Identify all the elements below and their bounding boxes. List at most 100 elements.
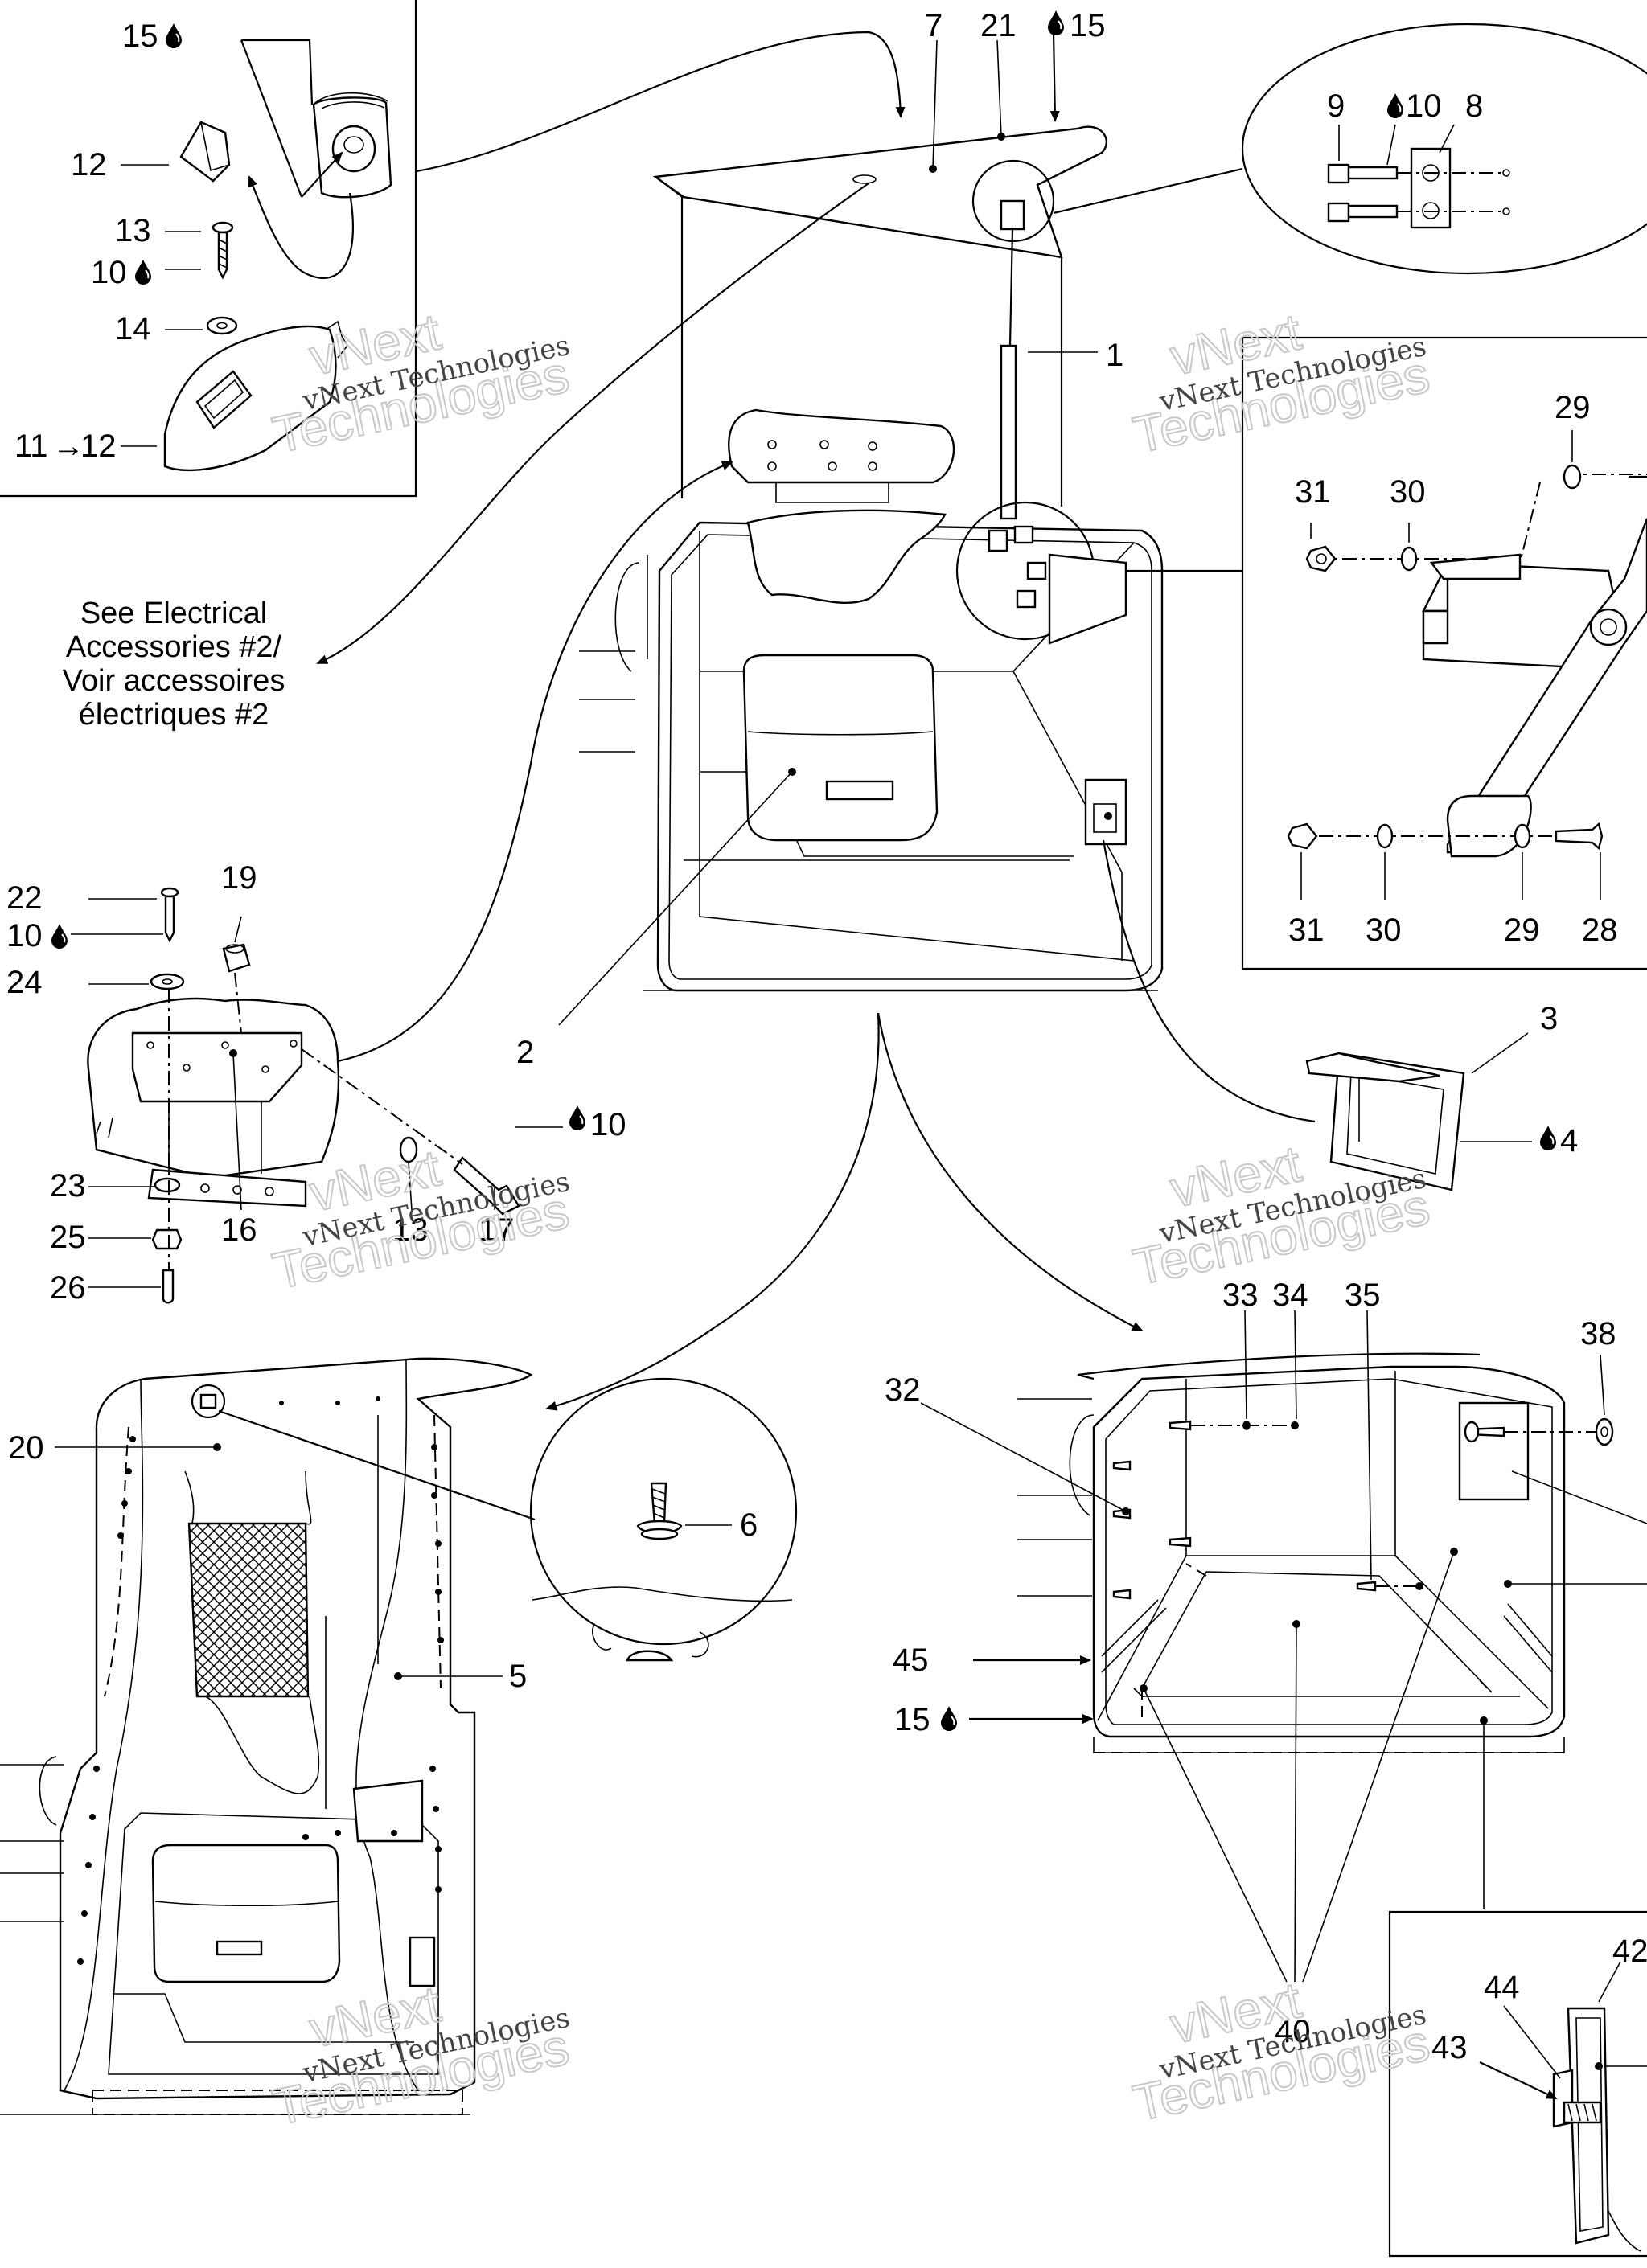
callout-19: 19 — [221, 860, 257, 896]
callout-33: 33 — [1222, 1278, 1259, 1313]
reference-line-4: électriques #2 — [79, 698, 269, 732]
callout-15: 15 — [122, 18, 158, 54]
callout-29: 29 — [1555, 390, 1591, 425]
callout-18: 13 — [392, 1212, 429, 1248]
callout-31: 31 — [1288, 913, 1325, 948]
callout-11: 11 — [14, 429, 48, 464]
inset-hinge-linkage: 31 30 29 31 30 29 28 — [1241, 336, 1647, 970]
latch-cap — [179, 121, 231, 183]
callout-38: 38 — [1580, 1316, 1616, 1351]
callout-1: 1 — [1106, 338, 1123, 373]
callout-44: 44 — [1484, 1970, 1520, 2005]
gas-spring-bracket — [1000, 199, 1025, 231]
bolt-head-icon — [1327, 163, 1350, 184]
screw-detail: 6 — [529, 1377, 798, 1662]
callout-31: 31 — [1295, 474, 1331, 510]
callout-45: 45 — [893, 1643, 929, 1678]
callout-35: 35 — [1345, 1278, 1381, 1313]
drop-icon — [51, 923, 68, 949]
callout-30: 30 — [1366, 913, 1402, 948]
callout-17: 17 — [478, 1212, 515, 1248]
callout-7: 7 — [925, 8, 943, 43]
washer-14-icon — [206, 316, 238, 335]
callout-8: 8 — [1465, 88, 1483, 124]
callout-13: 13 — [115, 213, 151, 248]
reference-line-2: Accessories #2/ — [66, 630, 282, 664]
callout-15: 15 — [894, 1702, 930, 1737]
callout-2: 2 — [516, 1035, 534, 1070]
reference-note: See Electrical Accessories #2/ Voir acce… — [63, 597, 285, 732]
washer-30-icon — [1400, 546, 1418, 572]
console-cover — [163, 325, 337, 472]
hinge-plate-detail: 22 10 19 24 10 23 25 26 16 13 17 — [6, 860, 626, 1306]
nut-31-icon — [1287, 822, 1318, 850]
screw-28-icon — [1555, 822, 1604, 851]
vent-icon — [1084, 778, 1127, 846]
callout-25: 25 — [50, 1220, 86, 1255]
callout-10: 10 — [1406, 88, 1442, 124]
callout-5: 5 — [509, 1659, 527, 1694]
vent-assembly: 3 4 — [1102, 839, 1578, 1191]
callout-10: 10 — [6, 918, 43, 954]
callout-10: 10 — [91, 255, 127, 290]
bolt-17-icon — [453, 1156, 520, 1216]
callout-10: 10 — [590, 1107, 626, 1142]
inset-latch-detail: 15 12 13 10 14 11 → 12 — [0, 0, 417, 498]
console-assembly: 7 21 15 1 2 — [516, 8, 1164, 1070]
callout-3: 3 — [1540, 1001, 1558, 1036]
callout-6: 6 — [740, 1507, 758, 1543]
lined-console: 20 5 — [0, 1357, 533, 2115]
backrest — [728, 408, 955, 484]
drop-icon — [1047, 10, 1065, 36]
screw-13-icon — [212, 221, 234, 234]
callout-34: 34 — [1272, 1278, 1308, 1313]
washer-29-icon — [1563, 464, 1582, 490]
washer-24-icon — [150, 973, 185, 990]
washer-23-icon — [154, 1177, 181, 1193]
seat-back-cushion — [746, 509, 947, 605]
drop-icon — [1539, 1125, 1557, 1151]
reference-line-3: Voir accessoires — [63, 664, 285, 698]
washer-30-icon — [1376, 823, 1394, 849]
callout-9: 9 — [1327, 88, 1345, 124]
drop-icon — [569, 1105, 586, 1131]
callout-24: 24 — [6, 965, 43, 1000]
callout-20: 20 — [8, 1430, 44, 1466]
pin-26-icon — [162, 1269, 175, 1304]
portable-toilet — [742, 654, 939, 842]
callout-22: 22 — [6, 880, 43, 916]
screw-22-icon — [160, 887, 179, 898]
washer-29-icon — [1514, 823, 1531, 849]
callout-16: 16 — [221, 1212, 257, 1248]
reference-line-1: See Electrical — [80, 597, 267, 630]
callout-15: 15 — [1070, 8, 1106, 43]
drop-icon — [165, 23, 183, 49]
hinge-arm — [1446, 518, 1647, 854]
callout-43: 43 — [1431, 2030, 1468, 2065]
mesh-pocket — [187, 1522, 310, 1698]
inset-fastener-section: 42 44 43 — [1388, 1910, 1647, 2258]
callout-42: 42 — [1612, 1934, 1647, 1969]
drop-icon — [940, 1705, 958, 1732]
portable-toilet — [151, 1844, 341, 1983]
callout-29: 29 — [1504, 913, 1540, 948]
drop-icon — [134, 259, 152, 285]
spacer-19-icon — [222, 943, 251, 973]
fastener-43-icon — [1563, 2101, 1602, 2124]
drop-icon — [1386, 92, 1404, 119]
callout-21: 21 — [980, 8, 1017, 43]
callout-40: 40 — [1275, 2014, 1311, 2049]
callout-30: 30 — [1390, 474, 1426, 510]
hinge-plate-16 — [131, 1031, 303, 1103]
gas-spring — [1000, 344, 1017, 520]
callout-14: 14 — [115, 311, 151, 347]
callout-32: 32 — [885, 1372, 921, 1408]
callout-23: 23 — [50, 1168, 86, 1204]
callout-26: 26 — [50, 1270, 86, 1306]
callout-28: 28 — [1582, 913, 1618, 948]
callout-12: 12 — [71, 147, 107, 183]
callout-4: 4 — [1560, 1123, 1578, 1159]
callout-12-replacement: 12 — [80, 429, 117, 464]
